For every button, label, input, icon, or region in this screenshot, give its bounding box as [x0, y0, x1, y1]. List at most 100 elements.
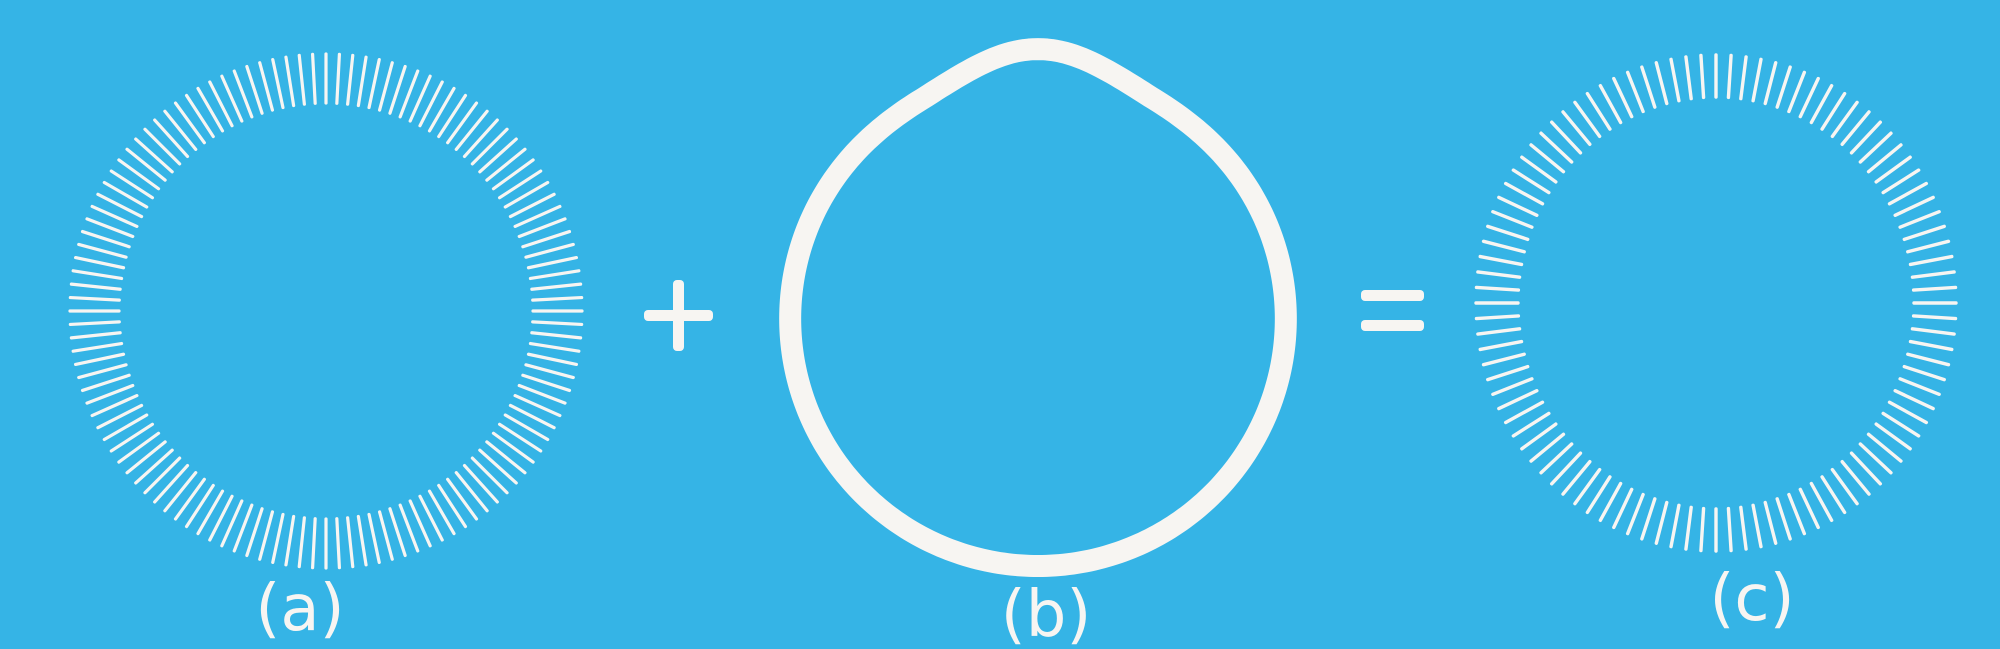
- panel-a-tick: [517, 217, 567, 239]
- panel-c-tick: [1539, 442, 1574, 475]
- panel-a-tick: [68, 295, 121, 302]
- panel-c-tick: [1911, 314, 1958, 321]
- panel-c-tick: [1739, 55, 1748, 101]
- panel-a-tick: [437, 483, 468, 529]
- panel-c-tick: [1763, 61, 1778, 106]
- panel-a-tick: [90, 394, 139, 418]
- panel-c-tick: [1887, 400, 1929, 425]
- panel-a-tick: [109, 422, 154, 453]
- panel-a-tick: [478, 137, 518, 174]
- panel-a-tick: [77, 363, 128, 380]
- panel-c-tick: [1539, 131, 1574, 164]
- panel-c-tick: [1503, 400, 1545, 425]
- panel-c-tick: [1476, 327, 1522, 336]
- panel-c-tick: [1511, 168, 1551, 195]
- panel-c-tick: [1684, 505, 1693, 551]
- panel-a-tick: [513, 394, 562, 418]
- panel-a-tick: [258, 510, 275, 561]
- panel-c-tick: [1520, 422, 1558, 451]
- panel-a-tick: [377, 61, 394, 112]
- panel-a-tick: [521, 373, 572, 393]
- panel-a-tick: [109, 169, 154, 200]
- panel-a-tick: [335, 517, 341, 570]
- panel-a-tick: [470, 127, 509, 166]
- panel-c-tick: [1898, 210, 1941, 229]
- panel-c-tick: [1598, 83, 1623, 125]
- panel-c-tick: [1481, 239, 1526, 254]
- panel-c-tick: [1911, 285, 1958, 292]
- panel-c-tick: [1573, 100, 1602, 139]
- panel-a-tick: [245, 64, 264, 115]
- panel-c-tick: [1830, 467, 1859, 506]
- panel-a-tick: [470, 456, 509, 495]
- panel-c-tick: [1474, 314, 1521, 321]
- panel-a-tick: [346, 53, 355, 106]
- panel-a-tick: [220, 74, 244, 123]
- panel-c-tick: [1612, 487, 1634, 530]
- panel-a-tick: [491, 158, 535, 191]
- panel-a-tick: [478, 448, 518, 485]
- panel-a-tick: [258, 61, 275, 112]
- panel-a-tick: [521, 229, 572, 249]
- panel-c-tick: [1726, 506, 1733, 553]
- panel-c-tick: [1585, 475, 1612, 515]
- panel-c-tick: [1874, 422, 1912, 451]
- panel-c-tick: [1858, 131, 1893, 164]
- panel-a-tick: [524, 363, 575, 380]
- panel-a-tick: [163, 471, 198, 513]
- panel-c-tick: [1751, 503, 1763, 549]
- panel-a-tick: [530, 331, 583, 340]
- panel-a-tick: [427, 86, 456, 133]
- panel-a-tick: [346, 516, 355, 569]
- panel-c-tick: [1910, 270, 1956, 279]
- panel-a-tick: [102, 180, 149, 209]
- panel-a-tick: [531, 320, 584, 327]
- panel-a-tick: [80, 229, 131, 249]
- panel-a-tick: [90, 204, 139, 228]
- panel-a-tick: [524, 242, 575, 259]
- panel-a-tick: [143, 127, 182, 166]
- panel-c-tick: [1520, 155, 1558, 184]
- panel-a-tick: [85, 383, 135, 405]
- panel-a-tick: [284, 55, 296, 108]
- panel-c-tick: [1625, 70, 1645, 114]
- panel-a-tick: [96, 192, 144, 219]
- panel-c-tick: [1529, 143, 1566, 174]
- panel-c-tick: [1585, 91, 1612, 131]
- panel-c-tick: [1908, 254, 1954, 267]
- panel-c-tick: [1654, 61, 1669, 106]
- panel-c-tick: [1640, 497, 1657, 541]
- panel-c-tick: [1491, 210, 1534, 229]
- panel-a-tick: [528, 269, 581, 281]
- panel-c-tick: [1699, 506, 1706, 553]
- panel-a-tick: [73, 352, 126, 367]
- panel-c-tick: [1840, 460, 1871, 496]
- panel-a-tick: [398, 69, 420, 119]
- panel-c-tick: [1726, 53, 1733, 100]
- panel-a-tick: [117, 431, 161, 464]
- panel-a-tick: [503, 180, 550, 209]
- panel-a-tick: [297, 53, 306, 106]
- panel-a-tick: [80, 373, 131, 393]
- panel-c-tick: [1491, 377, 1534, 396]
- panel-a-tick: [526, 352, 579, 367]
- panel-a-tick: [163, 109, 198, 151]
- panel-a-tick: [408, 499, 432, 548]
- panel-a-tick: [356, 55, 368, 108]
- panel-c-tick: [1561, 110, 1592, 146]
- panel-a-tick: [184, 483, 215, 529]
- panel-c-tick: [1898, 377, 1941, 396]
- panel-c-tick: [1684, 55, 1693, 101]
- panel-c-tick: [1775, 497, 1792, 541]
- panel-a-tick: [498, 422, 543, 453]
- panel-c-tick: [1474, 285, 1521, 292]
- panel-c-tick: [1497, 195, 1539, 217]
- panel-a-tick: [408, 74, 432, 123]
- panel-a-tick: [245, 507, 264, 558]
- panel-c-tick: [1476, 270, 1522, 279]
- panel-c-tick: [1699, 53, 1706, 100]
- panel-c-tick: [1866, 432, 1903, 463]
- panel-c-tick: [1503, 181, 1545, 206]
- panel-a-tick: [437, 93, 468, 139]
- panel-a-tick: [284, 514, 296, 567]
